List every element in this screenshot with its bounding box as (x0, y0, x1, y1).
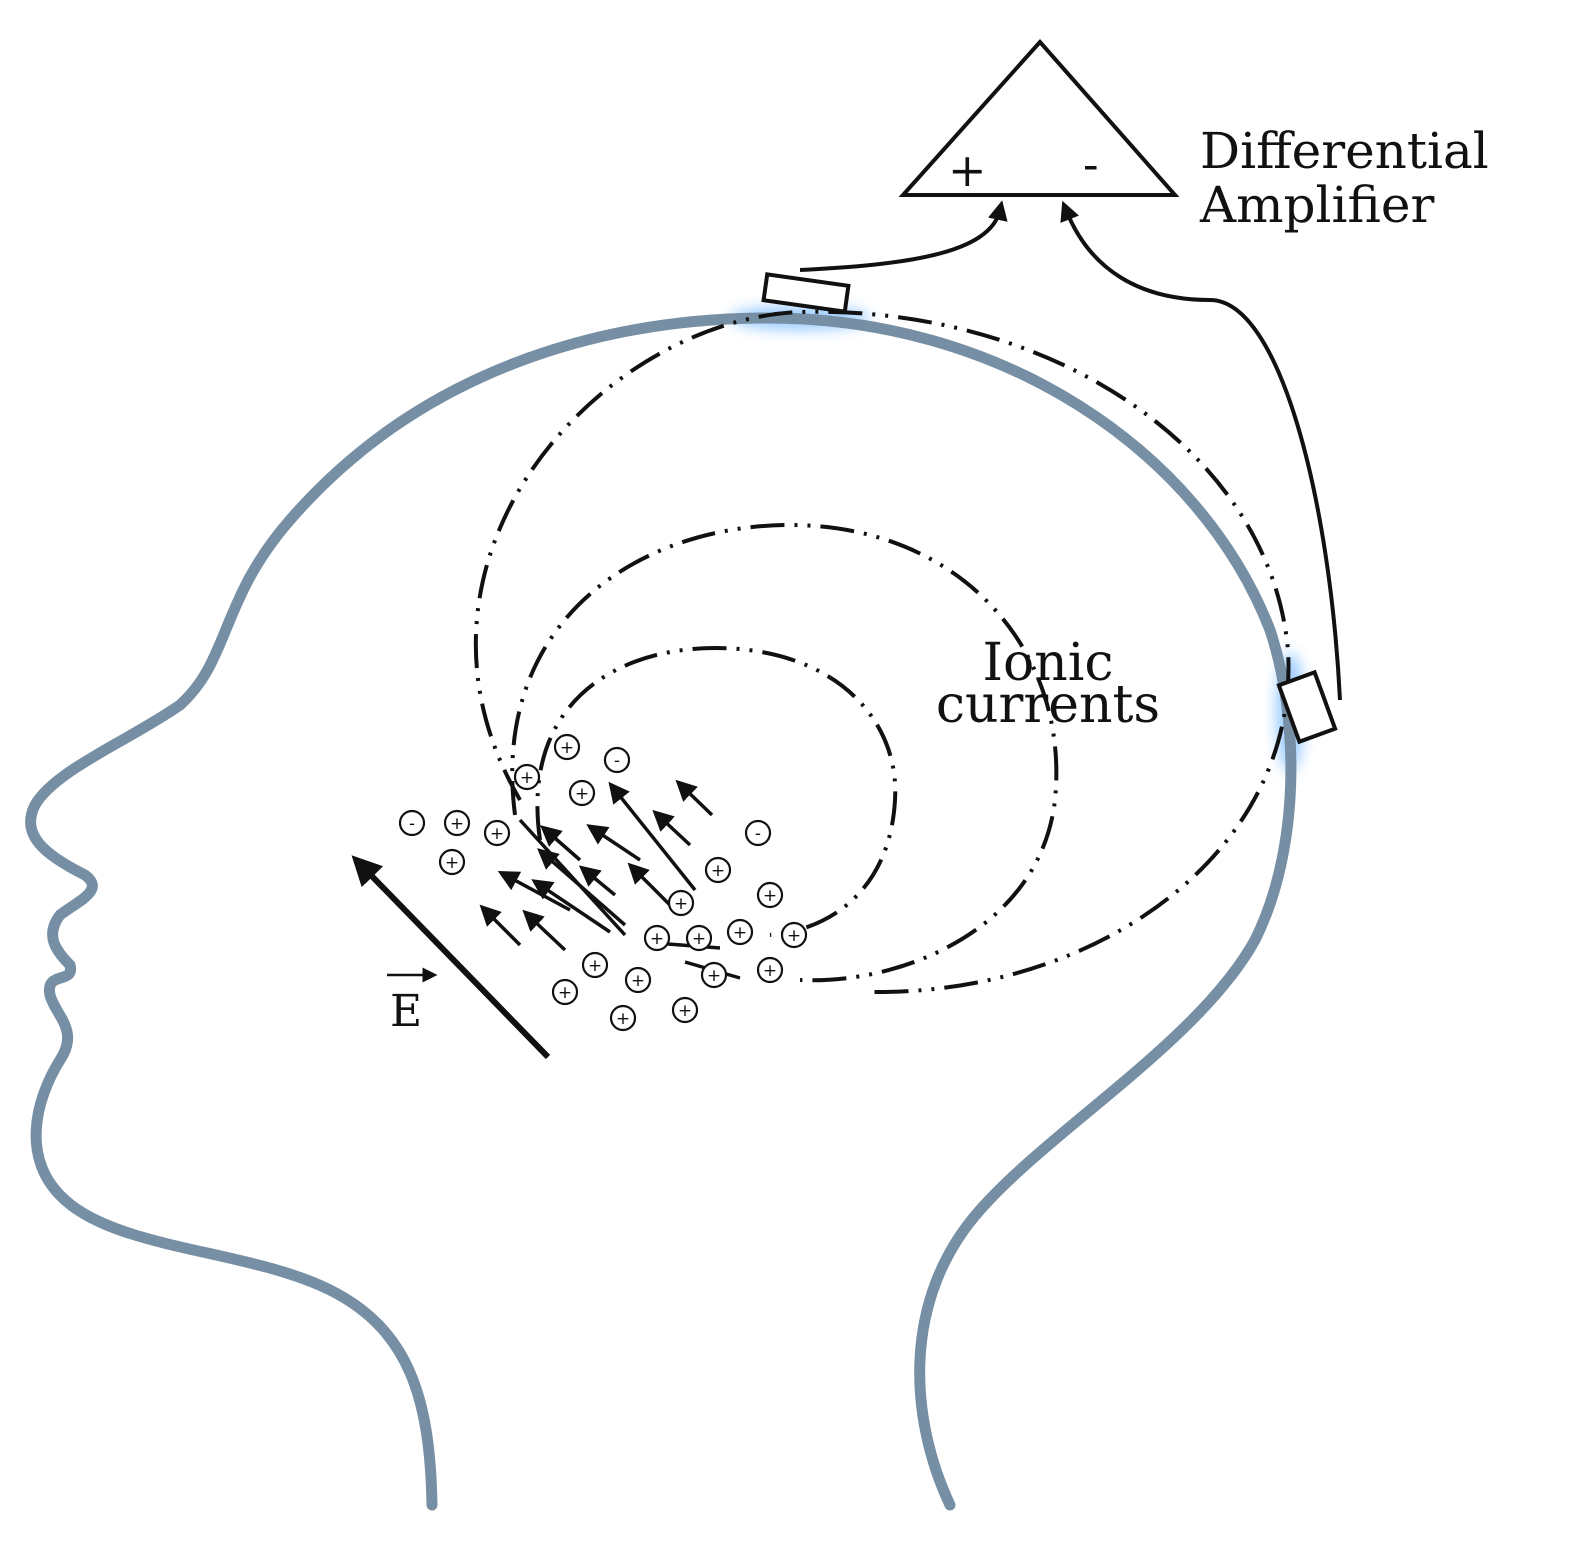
wire-to-minus-input (1060, 200, 1342, 701)
positive-ion-circle (756, 956, 784, 984)
positive-ion-symbol: + (787, 926, 801, 946)
current-loop-inner (535, 645, 898, 937)
positive-ion-circle (513, 763, 541, 791)
amplifier-label-line1: Differential (1200, 122, 1489, 180)
charges: ++++++++++++++++++++--- (398, 733, 808, 1032)
dipole-arrows (479, 779, 714, 952)
positive-ion-circle (624, 966, 652, 994)
current-loop-outer (473, 309, 1291, 995)
positive-ion-circle (671, 996, 699, 1024)
amplifier-minus: - (1083, 137, 1099, 191)
positive-ion-symbol: + (678, 1001, 692, 1021)
negative-ion-circle (398, 809, 426, 837)
negative-ion-circle (744, 819, 772, 847)
currents-label-line1: Ionic (982, 633, 1113, 693)
positive-ion-circle (438, 848, 466, 876)
positive-ion-circle (483, 819, 511, 847)
positive-ion-symbol: + (490, 824, 504, 844)
positive-ion-symbol: + (520, 768, 534, 788)
positive-ion-circle (704, 856, 732, 884)
negative-ion-symbol: - (614, 751, 620, 771)
positive-ion-symbol: + (650, 929, 664, 949)
positive-ion-symbol: + (450, 814, 464, 834)
positive-ion-circle (568, 779, 596, 807)
negative-ion-symbol: - (755, 824, 761, 844)
positive-ion-circle (756, 881, 784, 909)
positive-ion-symbol: + (674, 894, 688, 914)
positive-ion-circle (443, 809, 471, 837)
positive-ion-symbol: + (763, 961, 777, 981)
positive-ion-symbol: + (733, 923, 747, 943)
positive-ion-circle (667, 889, 695, 917)
top-electrode (761, 272, 851, 314)
amplifier-triangle (898, 38, 1180, 197)
positive-ion-circle (551, 978, 579, 1006)
positive-ion-circle (726, 918, 754, 946)
positive-ion-circle (700, 961, 728, 989)
positive-ion-circle (609, 1004, 637, 1032)
positive-ion-circle (685, 924, 713, 952)
positive-ion-circle (581, 951, 609, 979)
wire-to-plus-input (799, 200, 1008, 272)
positive-ion-symbol: + (558, 983, 572, 1003)
positive-ion-circle (643, 924, 671, 952)
positive-ion-symbol: + (711, 861, 725, 881)
positive-ion-symbol: + (560, 738, 574, 758)
positive-ion-symbol: + (445, 853, 459, 873)
head-outline (25, 312, 1297, 1511)
positive-ion-symbol: + (616, 1009, 630, 1029)
positive-ion-symbol: + (575, 784, 589, 804)
positive-ion-symbol: + (692, 929, 706, 949)
positive-ion-symbol: + (707, 966, 721, 986)
positive-ion-circle (780, 921, 808, 949)
positive-ion-symbol: + (763, 886, 777, 906)
amplifier-plus: + (948, 143, 987, 197)
amplifier-label-line2: Amplifier (1199, 176, 1434, 234)
field-vector-arrow (351, 855, 551, 1060)
currents-label-line2: currents (936, 675, 1160, 735)
current-loop-middle (510, 522, 1059, 983)
negative-ion-symbol: - (409, 814, 415, 834)
positive-ion-circle (553, 733, 581, 761)
field-vector-label: E (390, 986, 422, 1037)
negative-ion-circle (603, 746, 631, 774)
positive-ion-symbol: + (631, 971, 645, 991)
side-electrode (1276, 669, 1338, 745)
positive-ion-symbol: + (588, 956, 602, 976)
